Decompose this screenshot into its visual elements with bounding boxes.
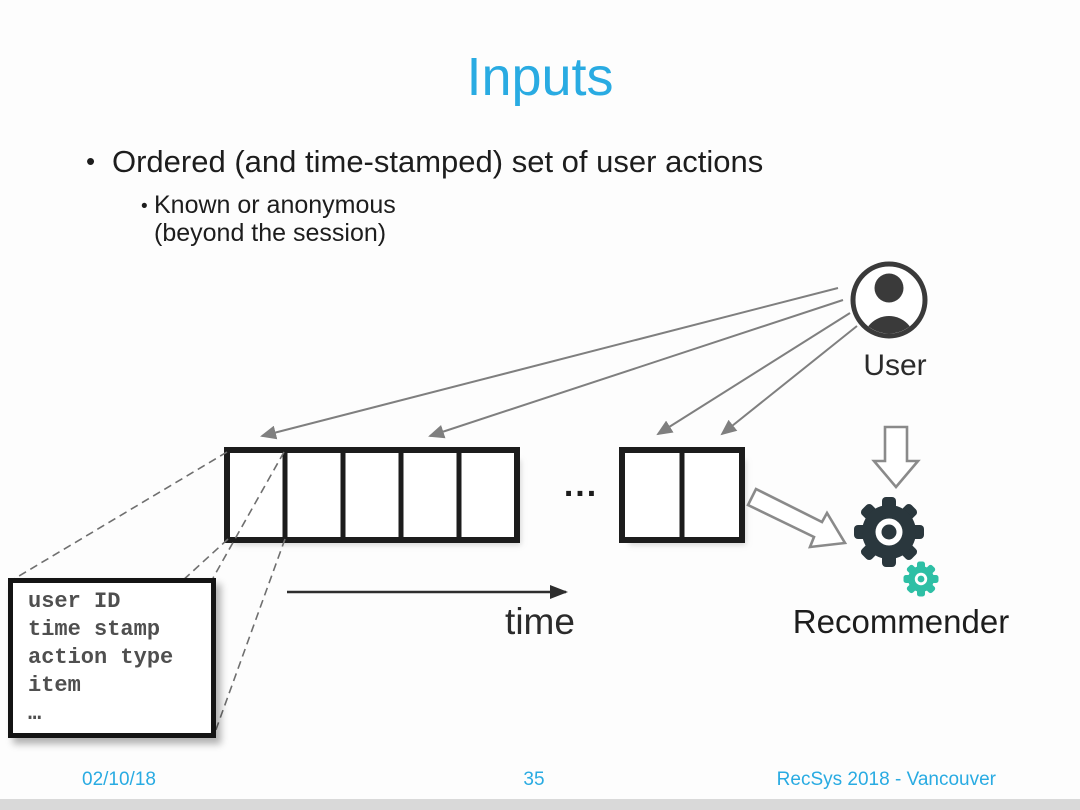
record-field-time-stamp: time stamp (28, 617, 161, 642)
right-block-arrow-icon (746, 487, 848, 549)
record-detail-box: user ID time stamp action type item … (8, 578, 216, 738)
footer-date: 02/10/18 (82, 769, 156, 790)
recommender-label: Recommender (792, 603, 1010, 640)
down-block-arrow-icon (871, 425, 921, 490)
bullet-sub: • Known or anonymous (beyond the session… (141, 191, 396, 247)
record-field-user-id: user ID (28, 589, 121, 614)
time-label: time (505, 601, 575, 642)
user-label: User (863, 349, 927, 382)
event-sequence-boxes (224, 447, 746, 545)
sub-bullet-line2: (beyond the session) (154, 219, 387, 247)
user-action-arrows (260, 287, 858, 440)
bullet-icon: • (86, 146, 96, 176)
footer-conference: RecSys 2018 - Vancouver (776, 769, 996, 790)
record-field-item: item (28, 673, 81, 698)
bottom-strip (0, 799, 1080, 810)
bullet-main: • Ordered (and time-stamped) set of user… (86, 144, 763, 180)
bullet-main-text: Ordered (and time-stamped) set of user a… (112, 144, 764, 179)
sub-bullet-text: Known or anonymous (beyond the session) (154, 191, 396, 247)
record-field-action-type: action type (28, 645, 174, 670)
sub-bullet-icon: • (141, 196, 148, 217)
footer-page-number: 35 (523, 769, 545, 790)
record-field-ellipsis: … (28, 701, 42, 726)
sequence-box-group-1 (224, 447, 520, 543)
page-title: Inputs (466, 47, 614, 107)
sub-bullet-line1: Known or anonymous (154, 191, 396, 219)
gear-icon-small (903, 561, 939, 597)
gear-icon (854, 497, 924, 567)
sequence-ellipsis: ... (563, 466, 599, 504)
user-icon (850, 261, 928, 339)
